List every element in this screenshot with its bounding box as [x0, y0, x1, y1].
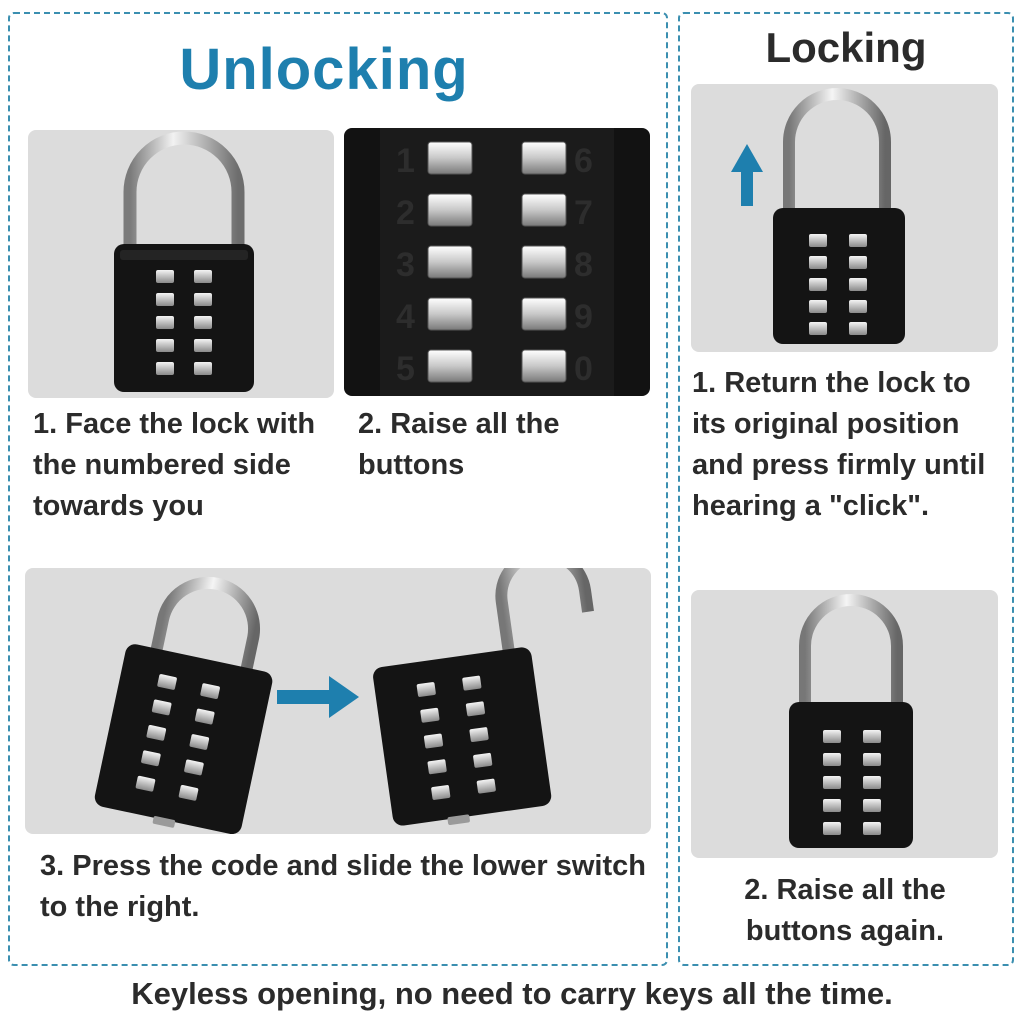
unlocking-title: Unlocking [179, 37, 469, 102]
unlock-step3-image [25, 568, 651, 834]
footer-tagline: Keyless opening, no need to carry keys a… [131, 976, 893, 1011]
lock-step1-image [691, 84, 998, 352]
unlock-step2-image: 1 2 3 4 5 6 7 8 9 0 [344, 128, 650, 396]
padlock-front-illustration [114, 131, 254, 392]
unlock-step2-text: 2. Raise all the buttons [358, 408, 560, 481]
keypad-digit: 8 [574, 246, 593, 284]
keypad-digit: 5 [396, 350, 415, 388]
keypad-digit: 1 [396, 142, 415, 180]
keypad-digit: 2 [396, 194, 415, 232]
keypad-digit: 3 [396, 246, 415, 284]
keypad-digit: 4 [396, 298, 415, 336]
locking-section-frame [678, 12, 1014, 966]
lock-step1-text: 1. Return the lock to its original posit… [692, 367, 986, 522]
lock-step2-image [691, 590, 998, 858]
locked-padlock-illustration [789, 594, 913, 848]
unlock-step3-text: 3. Press the code and slide the lower sw… [40, 850, 646, 923]
unlocking-section-frame [8, 12, 668, 966]
keypad-digit: 0 [574, 350, 593, 388]
unlock-step1-text: 1. Face the lock with the numbered side … [33, 408, 316, 522]
arrow-up-icon [731, 144, 763, 206]
keypad-digit: 9 [574, 298, 593, 336]
unlock-step1-image [28, 130, 334, 398]
keypad-closeup-illustration: 1 2 3 4 5 6 7 8 9 0 [380, 128, 614, 396]
keypad-digit: 6 [574, 142, 593, 180]
keypad-digit: 7 [574, 194, 593, 232]
lock-closing-illustration [731, 88, 905, 344]
locking-title: Locking [765, 24, 927, 71]
arrow-right-icon [277, 676, 359, 718]
lock-opening-illustration [94, 568, 594, 834]
lock-step2-text: 2. Raise all the buttons again. [744, 874, 946, 947]
